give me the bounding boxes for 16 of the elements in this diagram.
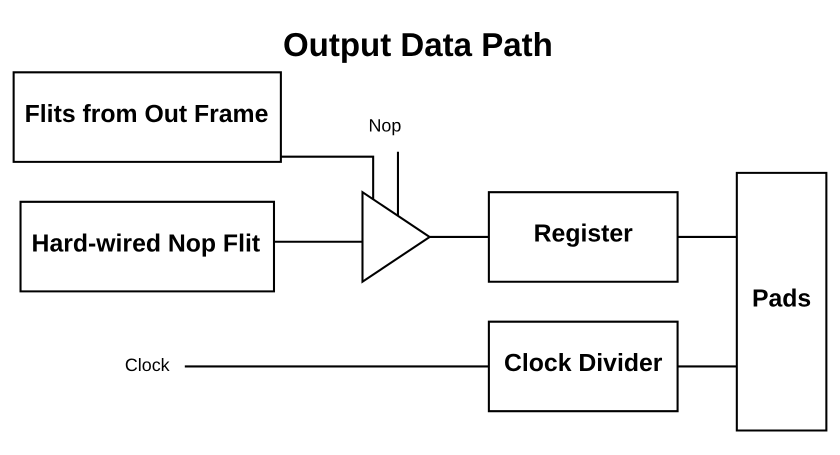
connector [281,155,374,199]
diagram-title: Output Data Path [282,26,553,64]
node-box: Clock Divider [488,320,679,412]
node-text: Nop [368,114,402,135]
node-box: Register [488,190,679,282]
connector [678,235,737,238]
node-box: Flits from Out Frame [12,70,282,162]
connector [430,235,489,238]
connector [274,240,362,242]
node-box: Hard-wired Nop Flit [20,200,276,292]
node-triangle [361,190,432,284]
connector [184,364,489,367]
connector [678,364,737,367]
connector [396,151,399,216]
node-box: Pads [736,171,828,432]
node-text: Clock [124,354,170,375]
